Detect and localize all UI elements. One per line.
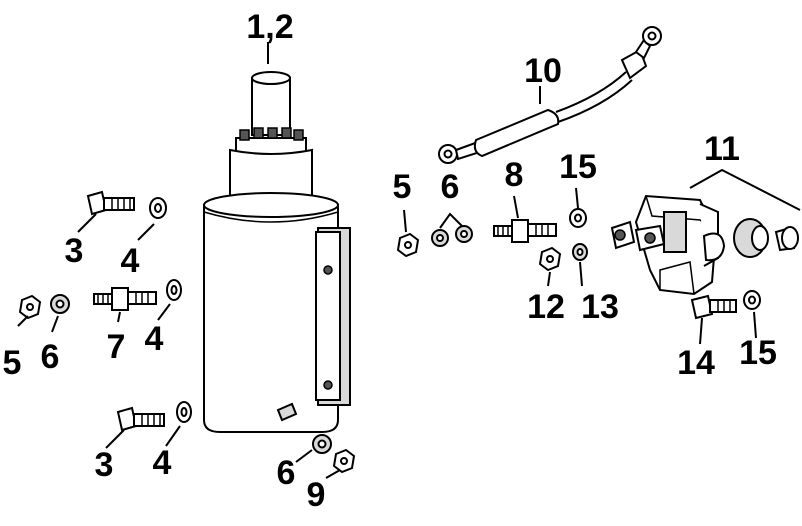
label-stud-7: 7 [107, 328, 126, 366]
label-lockwasher-left: 6 [41, 338, 60, 376]
label-lockwasher-bottom: 6 [277, 454, 296, 492]
washer-mid [166, 279, 182, 301]
label-starter: 1,2 [246, 8, 293, 46]
screw-14 [690, 294, 737, 320]
stud-8 [493, 219, 557, 243]
washer-lower [176, 401, 192, 423]
label-nut-mid: 5 [393, 168, 412, 206]
lockwashers-mid [431, 225, 473, 247]
label-washer-15-solenoid: 15 [739, 334, 777, 372]
washer-15-mid [569, 208, 587, 228]
label-washer-mid: 4 [145, 320, 164, 358]
label-bolt-lower: 3 [95, 446, 114, 484]
label-solenoid: 11 [704, 130, 740, 168]
label-washer-lower: 4 [153, 444, 172, 482]
stud-7 [93, 287, 157, 311]
leader-lines [17, 42, 801, 479]
nut-12 [538, 246, 562, 272]
label-lockwasher-13: 13 [581, 288, 619, 326]
label-cable: 10 [524, 52, 562, 90]
label-stud-8: 8 [505, 156, 524, 194]
label-nut-left: 5 [3, 344, 22, 382]
nut-left [18, 294, 42, 320]
starter-motor [203, 71, 351, 433]
battery-cable [438, 26, 662, 164]
washer-15-solenoid [743, 290, 761, 310]
label-nut-12: 12 [527, 288, 565, 326]
lockwasher-13 [572, 243, 588, 261]
bolt-lower [116, 406, 165, 432]
washer-upper [149, 197, 167, 219]
label-washer-upper: 4 [121, 242, 140, 280]
label-washer-15-mid: 15 [559, 148, 597, 186]
label-lockwasher-mid: 6 [441, 168, 460, 206]
lockwasher-left [50, 294, 70, 314]
label-nut-9: 9 [307, 476, 326, 514]
lockwasher-bottom [312, 434, 332, 454]
label-bolt-upper: 3 [65, 232, 84, 270]
callout-labels: 1,2 10 11 3 4 5 6 7 4 3 4 6 9 5 6 8 15 1… [3, 8, 777, 514]
label-screw-14: 14 [677, 344, 715, 382]
bolt-upper [86, 190, 135, 216]
nut-mid [396, 232, 420, 258]
nut-9 [332, 448, 356, 474]
solenoid-assembly [610, 194, 799, 296]
